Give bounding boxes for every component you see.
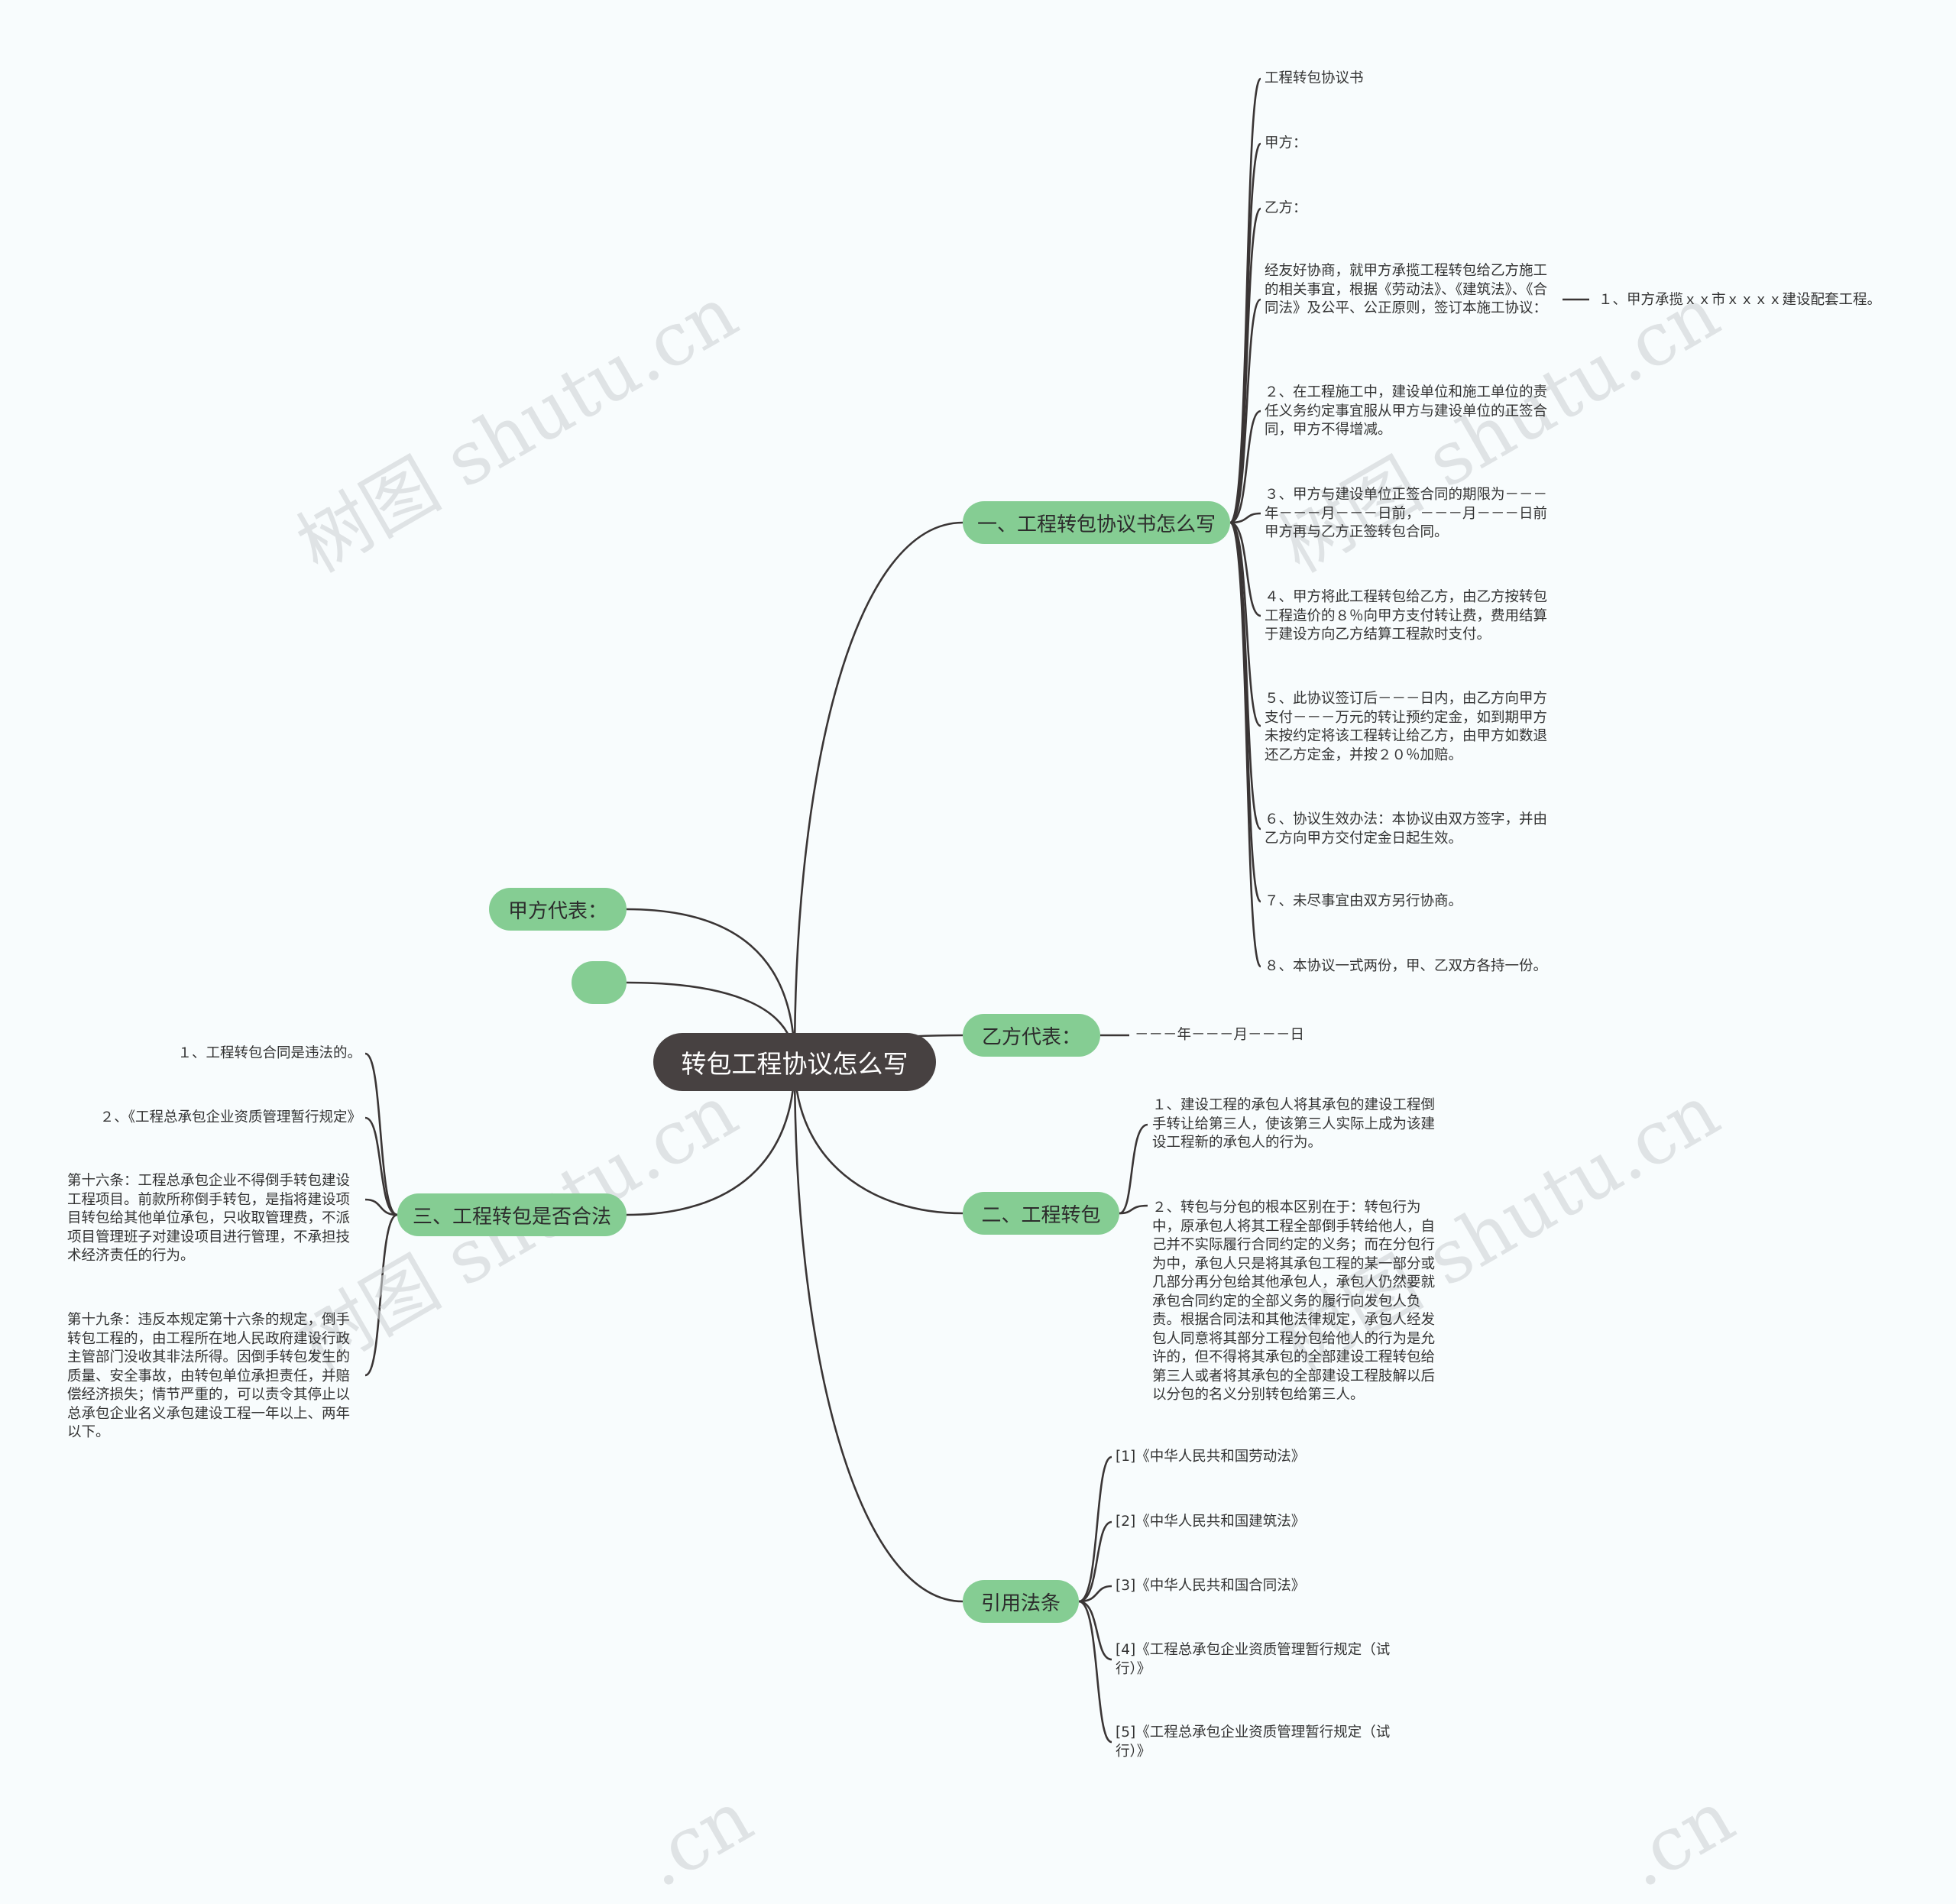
connector-root-b4 [793,1061,963,1603]
branch-legality[interactable]: 三、工程转包是否合法 [397,1193,627,1236]
leaf-law-4: [4]《工程总承包企业资质管理暂行规定（试行）》 [1116,1642,1391,1677]
leaf-clause-2: ２、在工程施工中，建设单位和施工单位的责任义务约定事宜服从甲方与建设单位的正签合… [1265,384,1548,438]
connector-layer [364,77,1589,1744]
connector-b1-leaf-2 [1229,207,1262,524]
connector-b1-leaf-0 [1229,77,1262,524]
leaf-law-2: [2]《中华人民共和国建筑法》 [1116,1514,1306,1530]
connector-b1-leaf-7 [1229,521,1261,727]
connector-root-b5 [626,908,796,1063]
connector-root-b1 [793,521,963,1063]
branch-agreement-howto[interactable]: 一、工程转包协议书怎么写 [963,501,1230,544]
connector-b4-leaf-0 [1078,1456,1112,1603]
connector-b4-leaf-1 [1078,1520,1112,1603]
connector-b1-leaf-3 [1229,298,1261,524]
leaf-law-3: [3]《中华人民共和国合同法》 [1116,1578,1306,1594]
leaf-clause-7: ７、未尽事宜由双方另行协商。 [1265,893,1463,909]
leaf-clause-8: ８、本协议一式两份，甲、乙双方各持一份。 [1265,958,1548,974]
connector-b1-leaf-5 [1229,512,1261,524]
branch-empty[interactable] [572,961,627,1004]
branch-cited-laws[interactable]: 引用法条 [963,1580,1079,1623]
connector-b1-leaf-6 [1229,521,1261,617]
leaf-clause-3: ３、甲方与建设单位正签合同的期限为－－－年－－－月－－－日前，－－－月－－－日前… [1265,487,1548,540]
leaf-illegal: １、工程转包合同是违法的。 [177,1045,361,1061]
connector-b7-leaf-0 [364,1052,398,1216]
leaf-clause-1: １、甲方承揽ｘｘ市ｘｘｘｘ建设配套工程。 [1598,292,1882,308]
connector-b7-leaf-2 [364,1198,398,1216]
connector-b3-leaf-0 [1119,1123,1148,1215]
connector-b3-leaf-1 [1119,1204,1148,1215]
leaf-clause-6: ６、协议生效办法：本协议由双方签字，并由乙方向甲方交付定金日起生效。 [1265,811,1548,847]
leaf-party-b-date: －－－年－－－月－－－日 [1135,1027,1305,1043]
branch-party-b-rep[interactable]: 乙方代表： [963,1014,1100,1057]
connector-root-b7 [626,1061,796,1216]
root-topic[interactable]: 转包工程协议怎么写 [653,1033,936,1091]
leaf-clause-5: ５、此协议签订后－－－日内，由乙方向甲方支付－－－万元的转让预约定金，如到期甲方… [1265,691,1548,763]
connector-b4-leaf-4 [1078,1600,1112,1744]
leaf-law-1: [1]《中华人民共和国劳动法》 [1116,1449,1306,1465]
connector-b1-leaf-4 [1229,410,1261,524]
leaf-regulation: ２、《工程总承包企业资质管理暂行规定》 [99,1109,361,1125]
leaf-article-19: 第十九条：违反本规定第十六条的规定，倒手转包工程的，由工程所在地人民政府建设行政… [67,1312,351,1440]
leaf-party-b: 乙方： [1265,200,1307,216]
connector-b4-leaf-3 [1078,1600,1112,1661]
leaf-subcontract-definition: １、建设工程的承包人将其承包的建设工程倒手转让给第三人，使该第三人实际上成为该建… [1152,1097,1436,1151]
branch-party-a-rep[interactable]: 甲方代表： [489,888,627,931]
leaf-preamble: 经友好协商，就甲方承揽工程转包给乙方施工的相关事宜，根据《劳动法》、《建筑法》、… [1265,263,1548,316]
leaf-article-16: 第十六条：工程总承包企业不得倒手转包建设工程项目。前款所称倒手转包，是指将建设项… [67,1173,351,1264]
connector-b7-leaf-1 [364,1116,398,1216]
branch-subcontract[interactable]: 二、工程转包 [963,1192,1119,1235]
leaf-subcontract-difference: ２、转包与分包的根本区别在于：转包行为中，原承包人将其工程全部倒手转给他人，自己… [1152,1200,1436,1403]
connector-b4-leaf-2 [1078,1585,1112,1603]
leaf-clause-4: ４、甲方将此工程转包给乙方，由乙方按转包工程造价的８％向甲方支付转让费，费用结算… [1265,589,1548,643]
leaf-law-5: [5]《工程总承包企业资质管理暂行规定（试行）》 [1116,1724,1391,1760]
leaf-party-a: 甲方： [1265,135,1307,151]
connector-b1-leaf-10 [1229,521,1262,968]
connector-root-b3 [793,1061,963,1215]
connector-b7-leaf-3 [364,1213,398,1377]
leaf-agreement-title: 工程转包协议书 [1265,70,1364,86]
